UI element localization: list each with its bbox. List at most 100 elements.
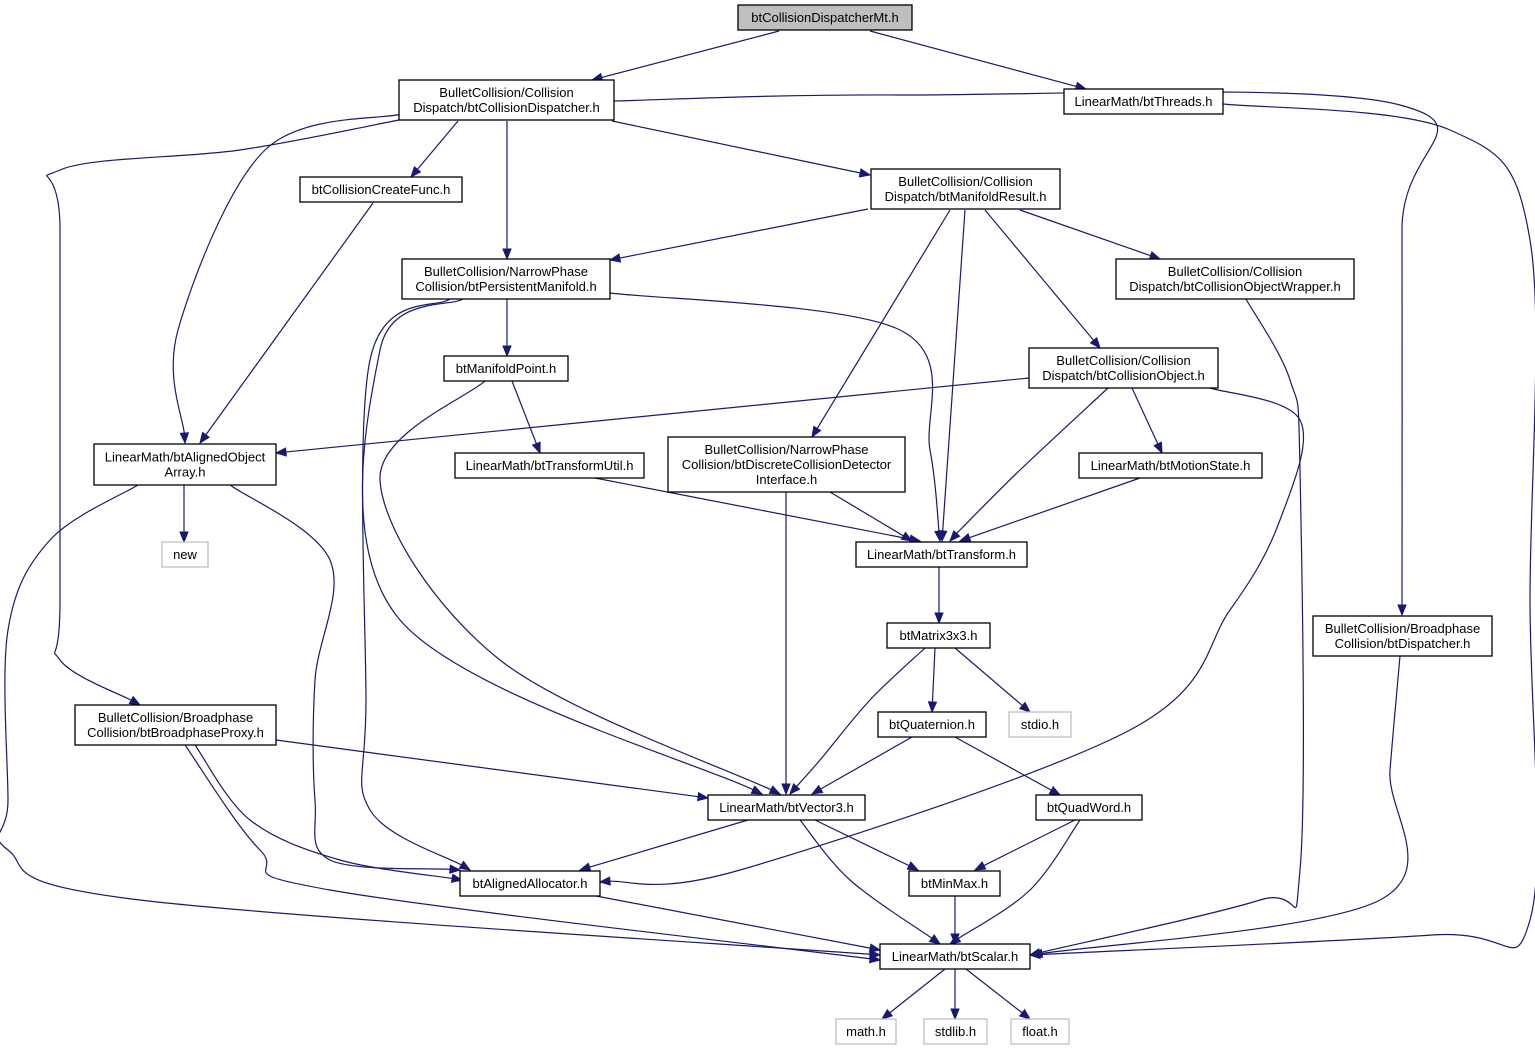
edge-line [869, 30, 1079, 88]
node-discrete[interactable]: BulletCollision/NarrowPhaseCollision/btD… [667, 436, 906, 493]
edge-manifoldpoint-to-transformutil [511, 380, 541, 455]
edge-line [829, 491, 906, 538]
arrowhead-icon [811, 425, 822, 439]
node-transform[interactable]: LinearMath/btTransform.h [855, 541, 1028, 568]
node-box [877, 711, 987, 738]
edge-line [967, 477, 1141, 539]
node-vector3[interactable]: LinearMath/btVector3.h [707, 794, 866, 821]
arrowhead-icon [1397, 604, 1407, 617]
arrowhead-icon [869, 954, 882, 964]
edge-line [379, 380, 774, 792]
node-dispatcher[interactable]: BulletCollision/CollisionDispatch/btColl… [398, 79, 615, 121]
node-box [1078, 452, 1263, 479]
node-math: math.h [835, 1018, 897, 1045]
arrowhead-icon [1089, 336, 1101, 350]
edge-line [184, 744, 873, 960]
node-quaternion[interactable]: btQuaternion.h [877, 711, 987, 738]
node-float: float.h [1010, 1018, 1070, 1045]
node-label: stdio.h [1021, 717, 1059, 732]
node-box [74, 704, 277, 746]
node-minmax[interactable]: btMinMax.h [908, 870, 1001, 897]
arrowhead-icon [1030, 948, 1044, 959]
arrowhead-icon [502, 345, 512, 358]
edge-line [511, 380, 538, 446]
arrowhead-icon [880, 1008, 894, 1020]
node-manifoldresult[interactable]: BulletCollision/CollisionDispatch/btMani… [870, 168, 1061, 210]
arrowhead-icon [958, 533, 972, 543]
edge-dispatcher-to-broadproxy [46, 119, 400, 706]
arrowhead-icon [179, 531, 189, 544]
node-scalar[interactable]: LinearMath/btScalar.h [879, 943, 1031, 970]
node-label: math.h [846, 1024, 886, 1039]
node-label: float.h [1022, 1024, 1057, 1039]
node-threads[interactable]: LinearMath/btThreads.h [1063, 88, 1224, 115]
node-manifoldpoint[interactable]: btManifoldPoint.h [443, 355, 569, 382]
arrowhead-icon [934, 612, 944, 625]
arrowhead-icon [598, 876, 611, 886]
edge-line [814, 819, 912, 868]
node-box [401, 258, 611, 300]
edge-line [954, 736, 1054, 792]
node-box [1063, 88, 1224, 115]
edge-quaternion-to-vector3 [810, 736, 913, 795]
node-motionstate[interactable]: LinearMath/btMotionState.h [1078, 452, 1263, 479]
edge-broadproxy-to-scalar [184, 744, 882, 964]
edge-colobject-to-transform [949, 387, 1109, 542]
edge-line [965, 968, 1025, 1015]
edge-matrix-to-vector3 [789, 647, 926, 796]
node-box [1008, 711, 1072, 738]
node-objwrapper[interactable]: BulletCollision/CollisionDispatch/btColl… [1115, 258, 1355, 300]
node-createfunc[interactable]: btCollisionCreateFunc.h [299, 176, 463, 203]
edge-vector3-to-minmax [814, 819, 920, 871]
node-root[interactable]: btCollisionDispatcherMt.h [737, 4, 913, 31]
node-label: Collision/btPersistentManifold.h [415, 279, 596, 294]
edge-manifoldpoint-to-vector3 [379, 380, 782, 795]
edge-manifoldresult-to-persistent [608, 208, 869, 263]
edge-matrix-to-stdio [954, 647, 1032, 713]
node-label: stdlib.h [935, 1024, 976, 1039]
edge-alignedarray-to-allocator [229, 484, 462, 874]
edge-line [275, 739, 701, 798]
edge-broadproxy-to-vector3 [275, 739, 710, 802]
edge-objwrapper-to-scalar [1028, 298, 1304, 958]
node-label: BulletCollision/NarrowPhase [704, 442, 868, 457]
node-quadword[interactable]: btQuadWord.h [1035, 794, 1143, 821]
node-label: Dispatch/btManifoldResult.h [885, 189, 1047, 204]
edge-manifoldresult-to-colobject [984, 209, 1101, 350]
node-broadproxy[interactable]: BulletCollision/BroadphaseCollision/btBr… [74, 704, 277, 746]
edge-btdispatcher-to-scalar [1030, 655, 1409, 959]
edge-line [607, 387, 1305, 885]
arrowhead-icon [810, 784, 824, 795]
edge-colobject-to-alignedarray [274, 377, 1030, 457]
node-allocator[interactable]: btAlignedAllocator.h [459, 870, 601, 897]
node-label: Interface.h [756, 472, 817, 487]
arrowhead-icon [274, 447, 287, 457]
node-layer: btCollisionDispatcherMt.hBulletCollision… [74, 4, 1493, 1045]
node-box [879, 943, 1031, 970]
arrowhead-icon [928, 934, 942, 945]
node-colobject[interactable]: BulletCollision/CollisionDispatch/btColl… [1028, 347, 1219, 389]
node-transformutil[interactable]: LinearMath/btTransformUtil.h [454, 452, 645, 479]
node-box [855, 541, 1028, 568]
arrowhead-icon [608, 253, 622, 263]
node-label: btMatrix3x3.h [899, 628, 977, 643]
edge-scalar-to-stdlib [950, 969, 960, 1021]
arrowhead-icon [768, 785, 782, 795]
node-btdispatcher[interactable]: BulletCollision/BroadphaseCollision/btDi… [1312, 615, 1493, 657]
node-label: Dispatch/btCollisionObject.h [1042, 368, 1205, 383]
node-box [1312, 615, 1493, 657]
node-persistent[interactable]: BulletCollision/NarrowPhaseCollision/btP… [401, 258, 611, 300]
arrowhead-icon [858, 168, 872, 178]
arrowhead-icon [502, 248, 512, 261]
node-label: Array.h [165, 465, 206, 480]
edge-dispatcher-to-manifoldresult [611, 120, 872, 178]
node-label: LinearMath/btThreads.h [1074, 94, 1212, 109]
node-matrix[interactable]: btMatrix3x3.h [886, 622, 991, 649]
arrowhead-icon [949, 530, 961, 542]
node-box [707, 794, 866, 821]
edge-line [204, 202, 374, 437]
edge-createfunc-to-alignedarray [199, 202, 374, 445]
edge-line [0, 484, 873, 956]
